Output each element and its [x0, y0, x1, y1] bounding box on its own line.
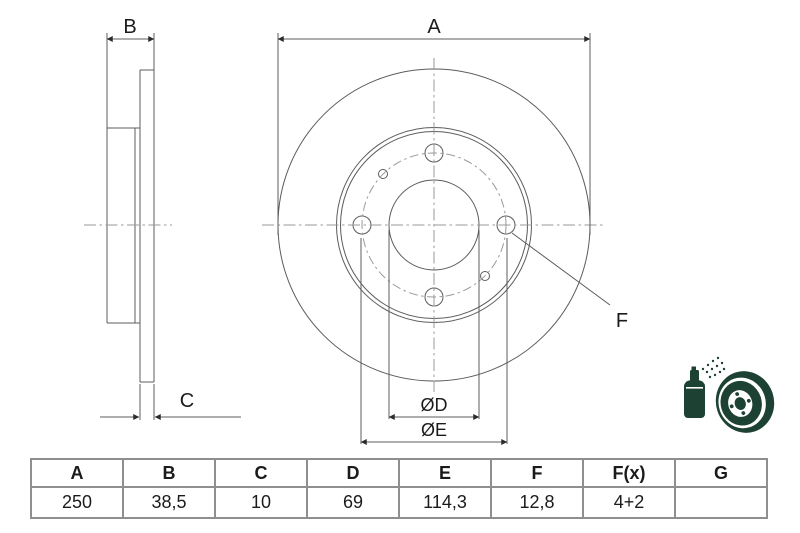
header-e: E — [398, 458, 492, 488]
spray-droplets-icon — [701, 356, 726, 379]
dimension-a-label: A — [427, 16, 441, 38]
spray-can-button — [691, 366, 696, 371]
value-b: 38,5 — [122, 486, 216, 519]
value-g — [674, 486, 768, 519]
dimension-f-label: F — [616, 310, 628, 332]
value-fx: 4+2 — [582, 486, 676, 519]
f-leader-line — [511, 232, 611, 306]
spray-can-body — [684, 382, 705, 418]
dimension-e: ØE — [360, 238, 508, 445]
side-view-cross-section — [106, 33, 155, 420]
header-f: F — [490, 458, 584, 488]
value-f: 12,8 — [490, 486, 584, 519]
front-view-centerlines — [262, 58, 604, 392]
dimension-f: F — [511, 232, 628, 332]
spec-table-value-row: 250 38,5 10 69 114,3 12,8 4+2 — [30, 486, 768, 519]
dimension-a: A — [277, 16, 591, 235]
dimension-c: C — [100, 390, 241, 420]
spray-can-label-line — [686, 387, 703, 389]
dimension-b-label: B — [123, 16, 136, 38]
header-fx: F(x) — [582, 458, 676, 488]
value-d: 69 — [306, 486, 400, 519]
brake-disc-icon — [715, 371, 775, 433]
spray-can-icon — [684, 366, 705, 418]
header-d: D — [306, 458, 400, 488]
coated-disc-pictogram — [684, 356, 775, 433]
dimension-e-label: ØE — [421, 420, 447, 440]
spray-can-shoulder — [685, 379, 704, 387]
dimension-d: ØD — [388, 230, 480, 420]
dimension-b: B — [106, 16, 155, 42]
alignment-hole-lower-right — [480, 271, 490, 281]
header-b: B — [122, 458, 216, 488]
dimension-spec-table: A B C D E F F(x) G 250 38,5 10 69 114,3 … — [30, 458, 768, 519]
value-c: 10 — [214, 486, 308, 519]
value-e: 114,3 — [398, 486, 492, 519]
dimension-c-label: C — [180, 390, 194, 412]
dimension-d-label: ØD — [421, 395, 448, 415]
header-a: A — [30, 458, 124, 488]
disc-icon-center-bore — [734, 397, 746, 410]
header-c: C — [214, 458, 308, 488]
header-g: G — [674, 458, 768, 488]
spec-table-header-row: A B C D E F F(x) G — [30, 458, 768, 488]
alignment-hole-upper-left — [378, 169, 388, 179]
value-a: 250 — [30, 486, 124, 519]
spray-can-nozzle — [690, 370, 699, 381]
